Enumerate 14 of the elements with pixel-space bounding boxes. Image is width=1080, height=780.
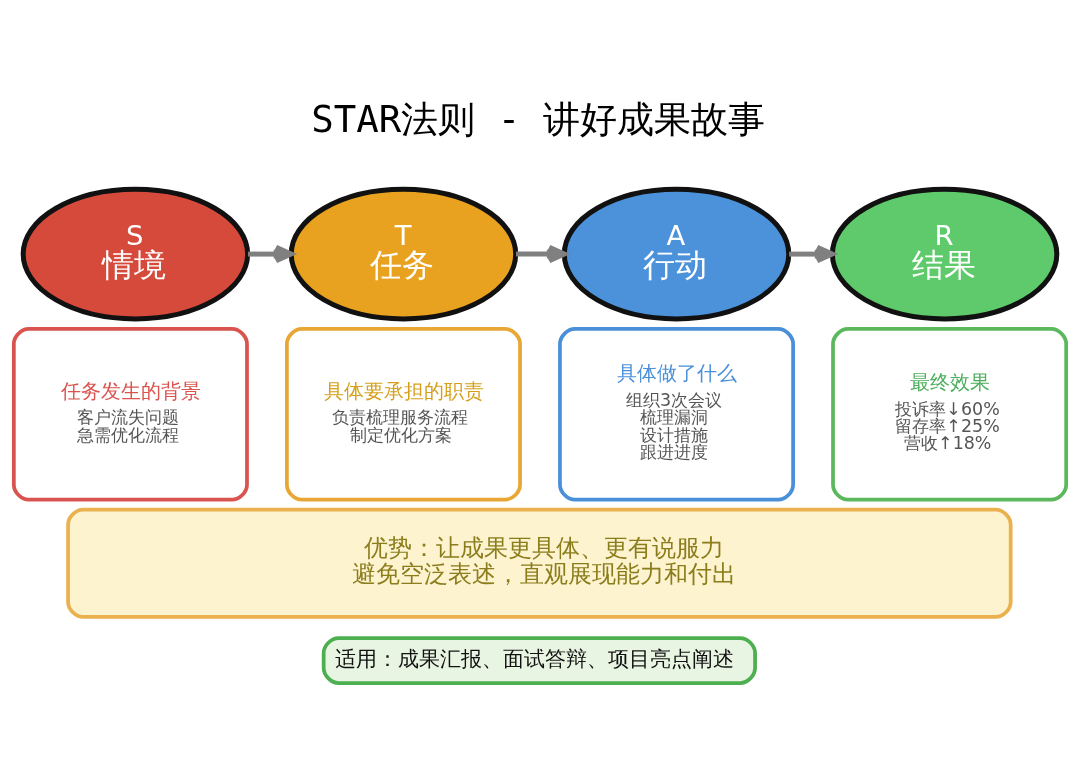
- node-box: 任务发生的背景 客户流失问题 急需优化流程: [11, 327, 249, 502]
- node-box: 优势：让成果更具体、更有说服力 避免空泛表述，直观展现能力和付出: [66, 507, 1013, 619]
- node-box: 具体要承担的职责 负责梳理服务流程 制定优化方案: [285, 327, 522, 502]
- node-ellipse: S 情境: [20, 186, 251, 322]
- node-box: 最终效果 投诉率↓60% 留存率↑25% 营收↑18%: [831, 327, 1069, 502]
- node-box: 具体做了什么 组织3次会议 梳理漏洞 设计措施 跟进进度: [558, 327, 795, 502]
- arrow: [516, 244, 567, 264]
- arrow: [247, 244, 294, 264]
- arrow: [789, 244, 835, 264]
- node-ellipse: T 任务: [288, 186, 519, 322]
- diagram-title: STAR法则 - 讲好成果故事: [311, 96, 765, 141]
- node-ellipse: R 结果: [829, 186, 1060, 322]
- node-box: 适用：成果汇报、面试答辩、项目亮点阐述: [321, 636, 757, 685]
- node-ellipse: A 行动: [561, 186, 792, 322]
